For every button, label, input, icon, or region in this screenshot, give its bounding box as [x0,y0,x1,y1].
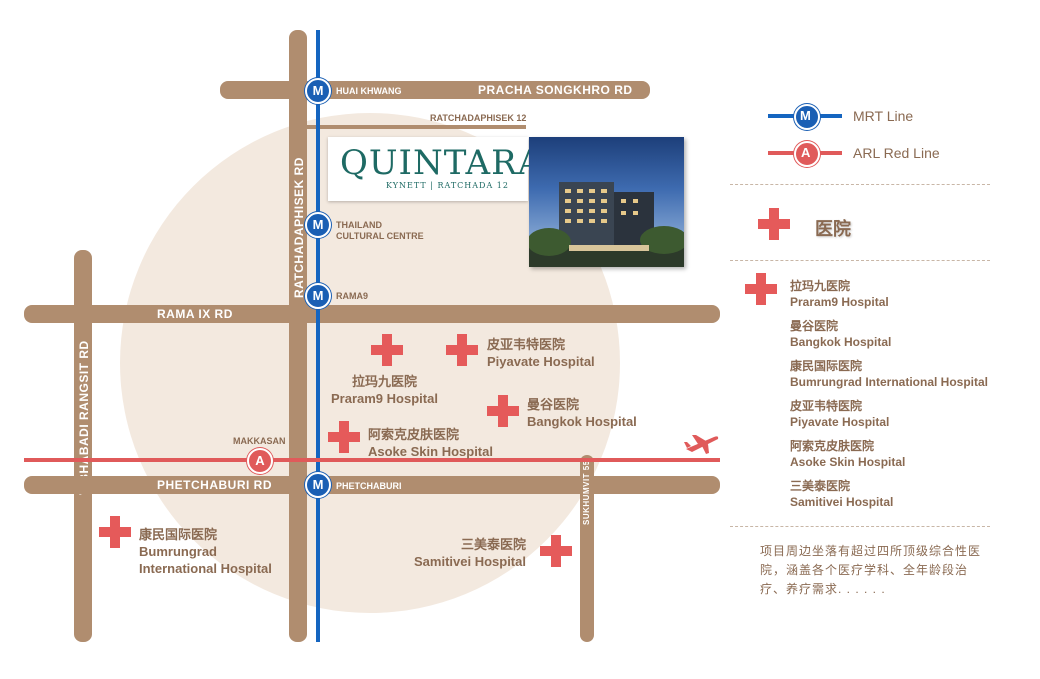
side-hospital-en: Bangkok Hospital [790,335,892,349]
road-ratchadaphisek [289,30,307,642]
legend-mrt-m: M [800,108,811,123]
station-label-makkasan: MAKKASAN [233,436,286,446]
legend-arl-label: ARL Red Line [853,145,940,161]
station-label-rama9: RAMA9 [336,291,369,301]
arl-station-icon [794,141,820,167]
hospital-name-cn: 康民国际医院 [139,527,218,542]
mrt-station-rama9[interactable]: M [305,283,331,309]
hospital-cross-icon[interactable] [371,334,403,366]
side-hospital-en: Piyavate Hospital [790,415,890,429]
legend-hospital-label: 医院 [815,219,851,239]
road-phetchaburi [24,476,720,494]
hospital-cross-icon[interactable] [446,334,478,366]
legend-divider-3 [730,526,990,527]
legend-divider-1 [730,184,990,185]
hospital-name-cn: 阿索克皮肤医院 [368,427,460,442]
road-ratchadaphisek-12 [306,125,526,129]
hospital-cross-icon[interactable] [540,535,572,567]
hospital-name-en-2: International Hospital [139,561,272,576]
hospital-name-cn: 曼谷医院 [527,397,580,412]
arl-station-makkasan[interactable]: A [247,448,273,474]
logo-title: QUINTARA [340,143,544,183]
hospital-name-en: Piyavate Hospital [487,354,595,369]
side-hospital-en: Bumrungrad International Hospital [790,375,989,389]
description-text: 项目周边坐落有超过四所顶级综合性医院，涵盖各个医疗学科、全年龄段治疗、养疗需求.… [760,544,982,596]
side-hospital-item: 皮亚韦特医院 Piyavate Hospital [790,398,889,430]
hospital-cross-icon[interactable] [487,395,519,427]
building-photo [529,137,684,267]
road-label-pracha-songkhro: PRACHA SONGKHRO RD [478,83,633,97]
road-label-ratchadaphisek: RATCHADAPHISEK RD [292,157,306,298]
side-hospital-cn: 阿索克皮肤医院 [790,439,875,453]
mrt-line [316,30,320,642]
mrt-station-huai-khwang[interactable]: M [305,78,331,104]
station-label-tcc-1: THAILAND [336,220,382,230]
mrt-station-thailand-cultural-centre[interactable]: M [305,212,331,238]
legend-arl-a: A [801,145,811,160]
hospital-cross-icon [745,273,777,305]
road-rama-ix [24,305,720,323]
road-label-phetchaburi: PHETCHABURI RD [157,478,272,492]
legend-divider-2 [730,260,990,261]
road-label-ratchadaphisek-12: RATCHADAPHISEK 12 [430,113,527,123]
side-hospital-item: 阿索克皮肤医院 Asoke Skin Hospital [790,438,905,470]
airplane-icon [684,435,719,454]
road-vibhabadi [74,250,92,642]
hospital-name-en: Asoke Skin Hospital [368,444,493,459]
hospital-cross-icon[interactable] [328,421,360,453]
mrt-station-phetchaburi[interactable]: M [305,472,331,498]
side-hospital-item: 拉玛九医院 Praram9 Hospital [790,278,889,310]
station-label-tcc-2: CULTURAL CENTRE [336,231,424,241]
side-hospital-cn: 三美泰医院 [790,479,851,493]
side-hospital-en: Samitivei Hospital [790,495,894,509]
side-hospital-cn: 康民国际医院 [790,359,863,373]
side-hospital-item: 三美泰医院 Samitivei Hospital [790,478,893,510]
hospital-cross-icon [758,208,790,240]
side-hospital-item: 康民国际医院 Bumrungrad International Hospital [790,358,988,390]
map-hospital-piyavate: 皮亚韦特医院 Piyavate Hospital [487,336,595,370]
hospital-name-en: Praram9 Hospital [331,391,438,406]
logo-subtitle: KYNETT | RATCHADA 12 [386,181,509,190]
side-hospital-cn: 曼谷医院 [790,319,839,333]
map-hospital-samitivei: 三美泰医院 Samitivei Hospital [414,536,526,570]
road-sukhumvit-55 [580,455,594,642]
road-label-vibhabadi: VIBHABADI RANGSIT RD [77,340,91,495]
project-logo: QUINTARA KYNETT | RATCHADA 12 [328,137,542,201]
side-hospital-cn: 拉玛九医院 [790,279,851,293]
road-label-rama-ix: RAMA IX RD [157,307,233,321]
hospital-name-cn: 三美泰医院 [460,537,526,552]
hospital-name-cn: 拉玛九医院 [351,374,417,389]
station-label-phetchaburi: PHETCHABURI [336,481,402,491]
side-hospital-item: 曼谷医院 Bangkok Hospital [790,318,891,350]
hospital-name-cn: 皮亚韦特医院 [487,337,566,352]
mrt-station-icon [794,104,820,130]
map-hospital-bangkok: 曼谷医院 Bangkok Hospital [527,396,637,430]
side-hospital-en: Asoke Skin Hospital [790,455,906,469]
map-hospital-bumrungrad: 康民国际医院 Bumrungrad International Hospital [139,526,272,577]
hospital-name-en: Bangkok Hospital [527,414,637,429]
arl-line [24,458,720,462]
hospital-name-en: Samitivei Hospital [414,554,526,569]
map-hospital-asoke-skin: 阿索克皮肤医院 Asoke Skin Hospital [368,426,493,460]
hospital-cross-icon[interactable] [99,516,131,548]
station-label-huai-khwang: HUAI KHWANG [336,86,402,96]
map-hospital-praram9: 拉玛九医院 Praram9 Hospital [331,373,438,407]
legend-mrt-label: MRT Line [853,108,914,124]
road-label-sukhumvit-55: SUKHUMVIT 55 [582,460,591,525]
side-hospital-en: Praram9 Hospital [790,295,889,309]
side-hospital-cn: 皮亚韦特医院 [790,399,863,413]
hospital-name-en: Bumrungrad [139,544,217,559]
